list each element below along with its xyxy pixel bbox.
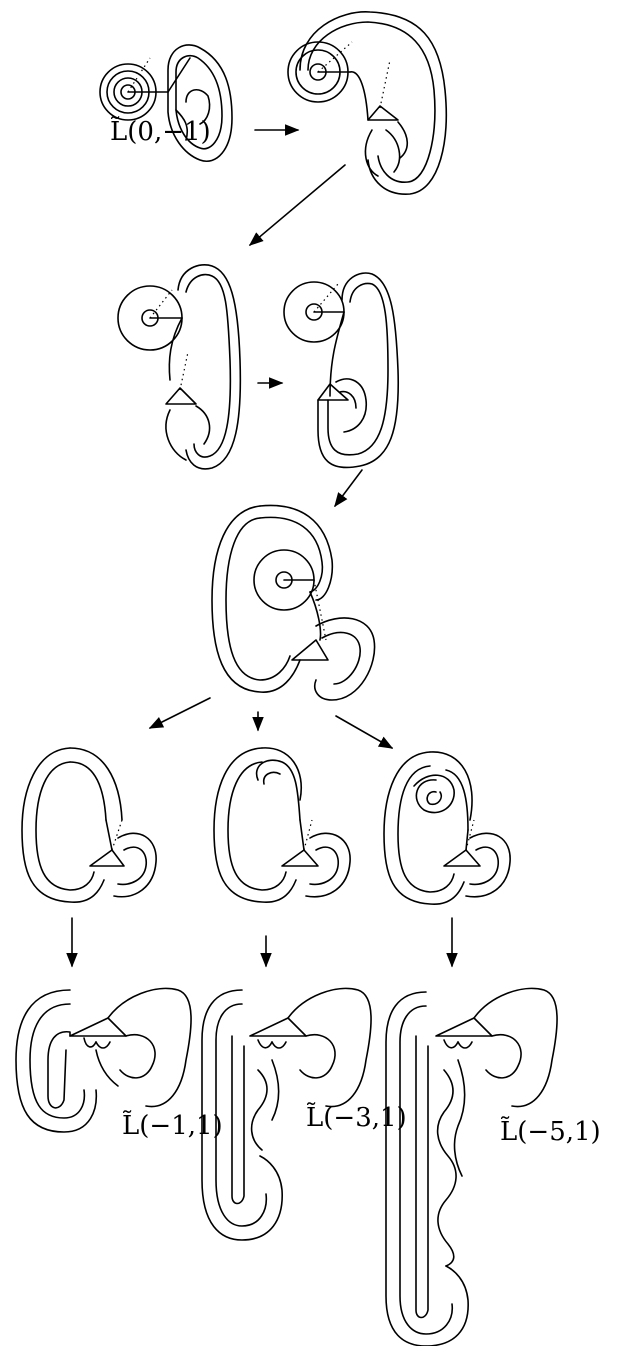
label-L0m1: L̃(0,−1) — [110, 116, 211, 147]
arrow-down-left — [150, 698, 210, 728]
figure-row2-c — [118, 265, 240, 469]
figure-row4-h — [384, 752, 510, 904]
figure-row3-e — [212, 505, 375, 700]
label-L_m5_1: L̃(−5,1) — [500, 1116, 601, 1147]
label-L_m3_1: L̃(−3,1) — [306, 1102, 407, 1133]
figure-L_m5_1 — [386, 988, 557, 1346]
figure-row4-g — [214, 748, 350, 902]
arrow-diag-1 — [250, 165, 345, 245]
figure-row2-d — [284, 273, 398, 467]
figure-row4-f — [22, 748, 156, 902]
figure-row1-b — [288, 12, 446, 194]
arrow-down-right — [336, 716, 392, 748]
label-L_m1_1: L̃(−1,1) — [122, 1110, 223, 1141]
arrow-diag-2 — [335, 470, 362, 506]
